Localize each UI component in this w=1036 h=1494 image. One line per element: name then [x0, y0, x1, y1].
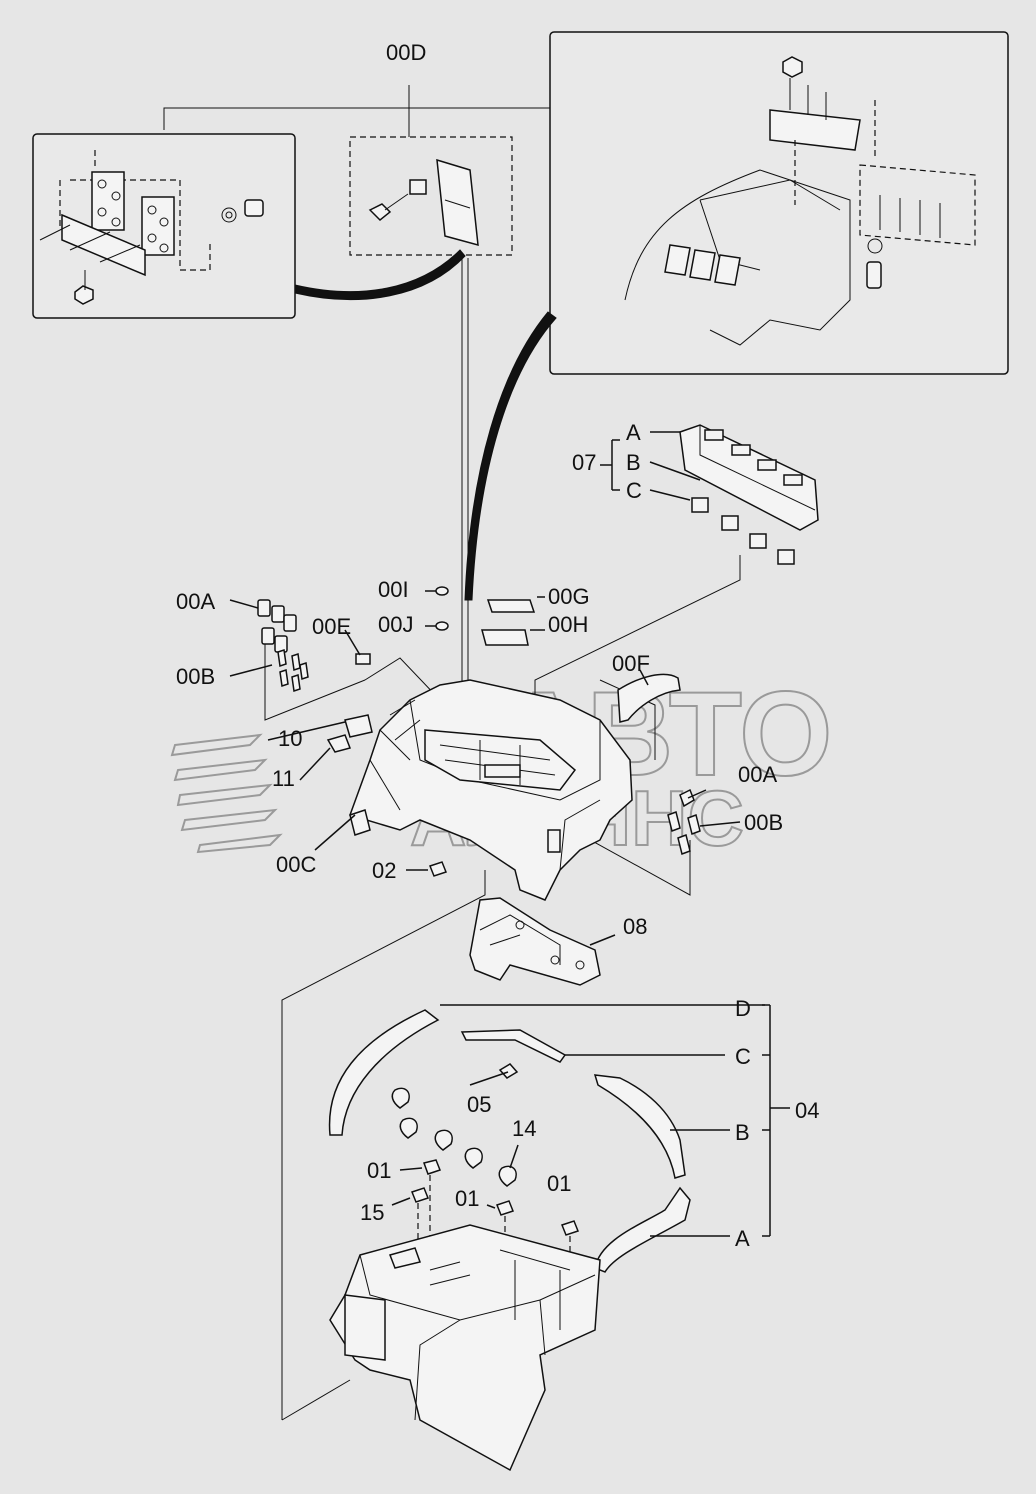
label-01-c: 01 [547, 1171, 571, 1196]
label-00J: 00J [378, 612, 413, 637]
label-00B-right: 00B [744, 810, 783, 835]
label-00F: 00F [612, 651, 650, 676]
label-04: 04 [795, 1098, 819, 1123]
label-14: 14 [512, 1116, 536, 1141]
label-04-A: A [735, 1226, 750, 1251]
clips-14 [391, 1087, 519, 1187]
label-leaders [229, 599, 741, 851]
part-labels: 00D 07 A B C 00I 00J 00G 00H 00A 00E 00B… [176, 40, 819, 1251]
label-00A-left: 00A [176, 589, 215, 614]
label-04-D: D [735, 996, 751, 1021]
main-console [349, 679, 633, 901]
leader-connectors [163, 85, 741, 1421]
label-07-B: B [626, 450, 641, 475]
label-00B-left: 00B [176, 664, 215, 689]
label-02: 02 [372, 858, 396, 883]
part-08-bracket [469, 897, 616, 986]
label-01-a: 01 [367, 1158, 391, 1183]
label-00C: 00C [276, 852, 316, 877]
label-00A-right: 00A [738, 762, 777, 787]
label-00D: 00D [386, 40, 426, 65]
label-07: 07 [572, 450, 596, 475]
label-05: 05 [467, 1092, 491, 1117]
label-00H: 00H [548, 612, 588, 637]
bolts-01-15 [391, 1159, 579, 1310]
label-11: 11 [272, 766, 295, 791]
part-07-assembly [600, 424, 819, 565]
label-07-C: C [626, 478, 642, 503]
label-15: 15 [360, 1200, 384, 1225]
label-00G: 00G [548, 584, 590, 609]
label-00I: 00I [378, 577, 409, 602]
label-01-b: 01 [455, 1186, 479, 1211]
label-00E: 00E [312, 614, 351, 639]
detail-panel-right [549, 31, 1009, 375]
label-10: 10 [278, 726, 302, 751]
label-07-A: A [626, 420, 641, 445]
small-parts-cluster [257, 586, 701, 855]
frame-base [329, 1224, 601, 1472]
label-04-C: C [735, 1044, 751, 1069]
detail-panel-left [32, 133, 296, 319]
detail-box-00D [349, 136, 513, 256]
label-04-B: B [735, 1120, 750, 1145]
part-02-bolt [406, 861, 447, 877]
label-08: 08 [623, 914, 647, 939]
part-04-frame-pieces [328, 1004, 790, 1273]
